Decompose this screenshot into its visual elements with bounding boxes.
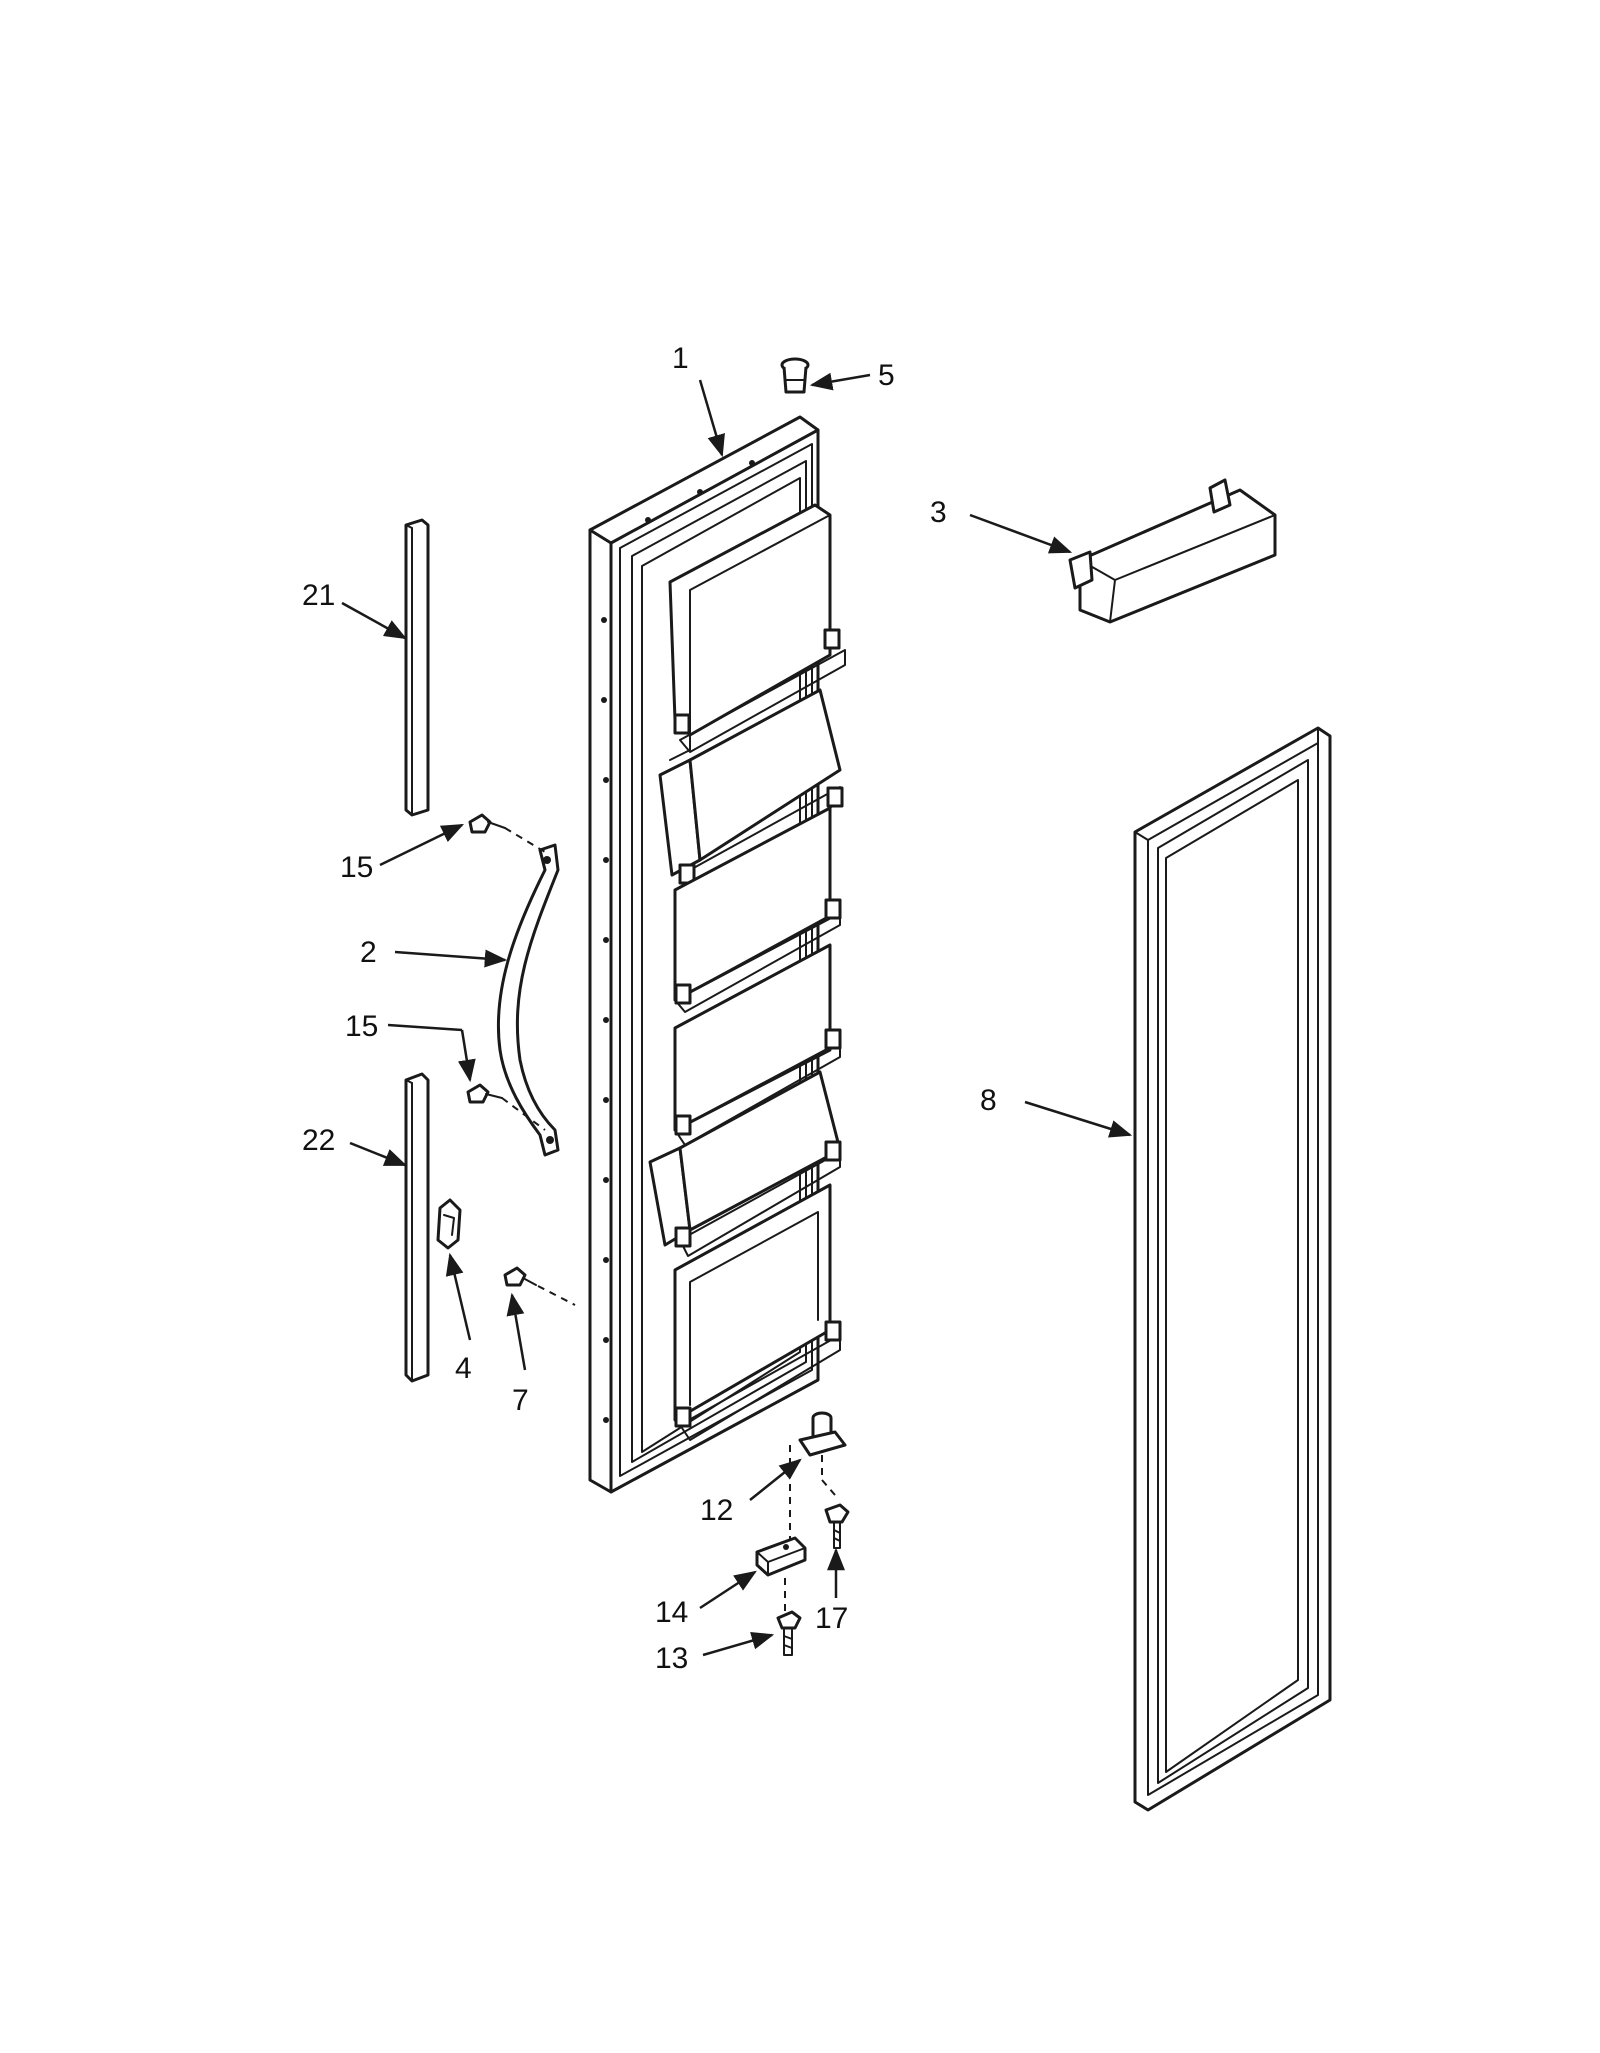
door-bin-5 [648, 1070, 842, 1257]
door-bin-6 [673, 1183, 842, 1441]
hinge-screw [824, 1503, 850, 1549]
callout-15-lower: 15 [345, 1010, 378, 1043]
callout-8: 8 [980, 1084, 997, 1117]
callout-3: 3 [930, 496, 947, 529]
door-bin-1 [668, 503, 846, 753]
dairy-door-bin [1068, 478, 1277, 624]
callout-14: 14 [655, 1596, 688, 1629]
callout-17: 17 [815, 1602, 848, 1635]
door-bin-4 [673, 943, 842, 1146]
door-screw-holes [601, 460, 755, 1423]
hinge-bracket [755, 1536, 807, 1612]
door-screw [503, 1266, 576, 1306]
callout-5: 5 [878, 359, 895, 392]
callout-1: 1 [672, 342, 689, 375]
callout-7: 7 [512, 1384, 529, 1417]
callout-12: 12 [700, 1494, 733, 1527]
bracket-screw [776, 1610, 802, 1656]
handle-screw-upper [468, 813, 546, 853]
callout-15-upper: 15 [340, 851, 373, 884]
handle-trim-upper [404, 518, 430, 817]
callout-21: 21 [302, 579, 335, 612]
door-handle [496, 843, 560, 1157]
callout-13: 13 [655, 1642, 688, 1675]
callout-4: 4 [455, 1352, 472, 1385]
door-gasket [1133, 726, 1332, 1812]
callout-labels: 1 2 3 4 5 7 8 12 13 14 15 15 17 21 22 [302, 342, 997, 1675]
callout-22: 22 [302, 1124, 335, 1157]
trim-clip [436, 1198, 462, 1250]
leader-lines [341, 372, 1133, 1657]
handle-screw-lower [466, 1083, 546, 1131]
door-assembly [588, 415, 846, 1494]
door-bin-3 [673, 806, 842, 1013]
door-bin-2 [658, 688, 844, 886]
callout-2: 2 [360, 936, 377, 969]
handle-trim-lower [404, 1072, 430, 1383]
hinge-bushing [780, 357, 810, 394]
